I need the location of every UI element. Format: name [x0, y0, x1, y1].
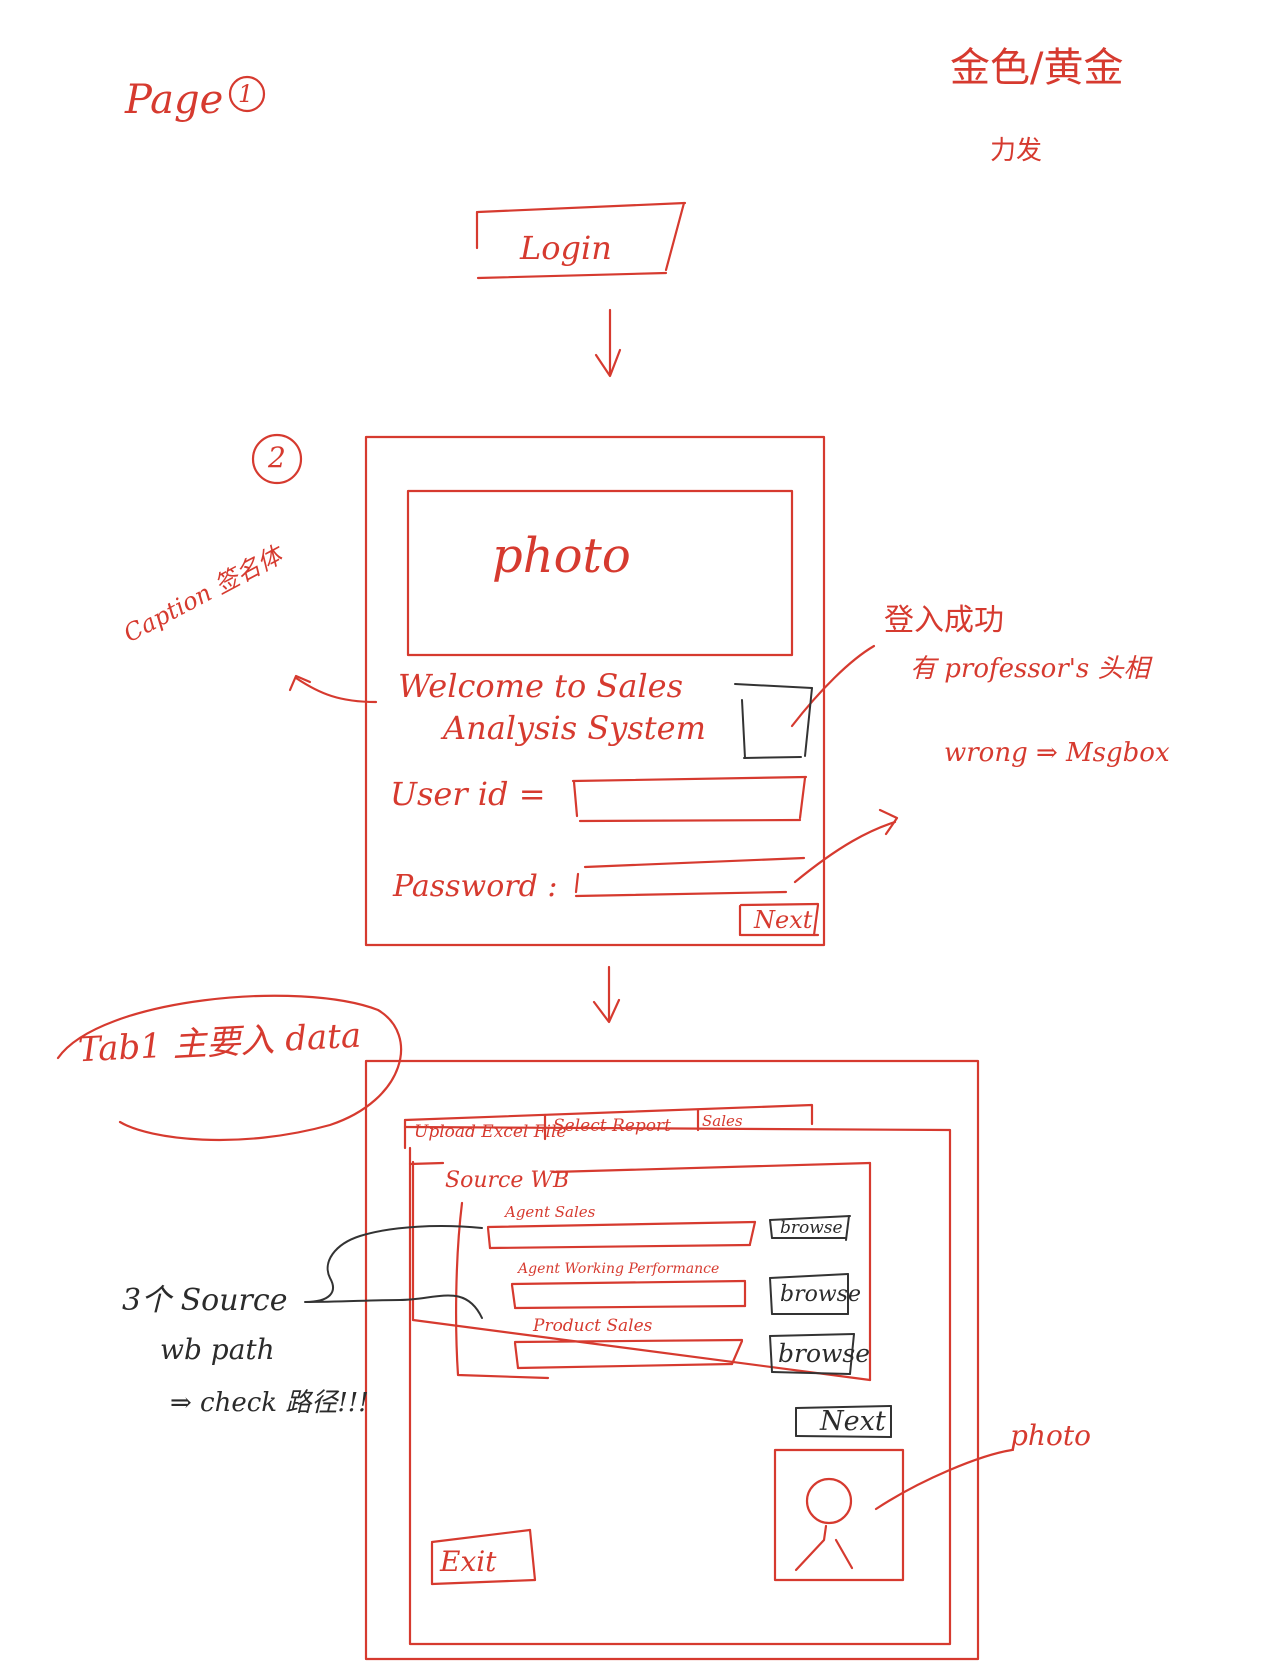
- source-note-line1: 3个 Source: [122, 1283, 288, 1318]
- agent-sales-label: Agent Sales: [505, 1203, 596, 1221]
- login-box-label: Login: [520, 229, 612, 267]
- caption-arrow: [288, 674, 378, 704]
- user-id-field-sketch: [571, 775, 808, 823]
- page-number-circle: [228, 75, 266, 113]
- login-photo-label: photo: [492, 528, 631, 584]
- top-right-note-line1: 金色/黄金: [950, 45, 1124, 91]
- login-box: [475, 201, 687, 280]
- main-next-button-sketch: [795, 1405, 892, 1438]
- flow-arrow-2: [592, 965, 621, 1024]
- step-2-number: 2: [268, 441, 286, 474]
- agent-sales-field-sketch: [486, 1220, 757, 1250]
- source-inner-bracket: [455, 1201, 550, 1380]
- professor-photo-arrow: [790, 644, 876, 728]
- tab-strip-sketch: [403, 1103, 814, 1150]
- source-wb-label: Source WB: [445, 1168, 570, 1193]
- tab-note-oval: [56, 994, 403, 1142]
- tab-select-report[interactable]: Select Report: [553, 1116, 671, 1136]
- password-field-sketch: [574, 856, 806, 898]
- user-id-label: User id =: [390, 775, 546, 813]
- page-number: 1: [238, 80, 254, 108]
- login-next-button[interactable]: Next: [754, 906, 813, 934]
- wrong-arrow: [793, 808, 899, 884]
- agent-working-label: Agent Working Performance: [518, 1261, 720, 1277]
- source-note-brace: [304, 1225, 483, 1319]
- product-sales-label: Product Sales: [533, 1316, 653, 1336]
- photo-arrow: [874, 1448, 1014, 1511]
- product-sales-field-sketch: [513, 1338, 744, 1370]
- login-next-button-sketch: [738, 902, 820, 937]
- page-label: Page: [125, 77, 224, 123]
- main-window-frame: [364, 1059, 980, 1661]
- browse-button-2[interactable]: browse: [780, 1282, 861, 1307]
- user-photo-icon: [794, 1477, 854, 1572]
- login-photo-box: [406, 489, 794, 657]
- source-note-line3: ⇒ check 路径!!!: [170, 1388, 369, 1418]
- browse-button-1-sketch: [769, 1215, 851, 1241]
- photo-note: photo: [1010, 1419, 1091, 1452]
- top-right-note-line2: 力发: [990, 136, 1043, 166]
- password-label: Password :: [393, 869, 558, 904]
- tab-panel-frame: [403, 1125, 952, 1646]
- browse-button-3-sketch: [769, 1333, 855, 1375]
- welcome-line-2: Analysis System: [443, 709, 706, 747]
- agent-working-field-sketch: [510, 1279, 747, 1310]
- tab-upload-excel[interactable]: Upload Excel File: [414, 1122, 567, 1142]
- flow-arrow-1: [594, 308, 622, 378]
- welcome-line-1: Welcome to Sales: [398, 667, 683, 705]
- source-note-line2: wb path: [160, 1333, 275, 1366]
- browse-button-3[interactable]: browse: [778, 1339, 871, 1368]
- login-window-frame: [364, 435, 826, 947]
- wrong-note: wrong ⇒ Msgbox: [944, 738, 1170, 768]
- exit-button-sketch: [430, 1528, 537, 1586]
- exit-button[interactable]: Exit: [440, 1545, 497, 1578]
- main-next-button[interactable]: Next: [820, 1406, 886, 1437]
- success-note-line2: 有 professor's 头相: [910, 654, 1150, 684]
- success-note-line1: 登入成功: [884, 603, 1004, 638]
- step-2-circle: [251, 433, 303, 485]
- user-photo-box-sketch: [773, 1448, 905, 1582]
- source-wb-group-box: [408, 1160, 872, 1382]
- tab-sales[interactable]: Sales: [702, 1112, 743, 1130]
- browse-button-1[interactable]: browse: [780, 1218, 843, 1238]
- professor-photo-box: [734, 683, 813, 759]
- browse-button-2-sketch: [769, 1273, 849, 1315]
